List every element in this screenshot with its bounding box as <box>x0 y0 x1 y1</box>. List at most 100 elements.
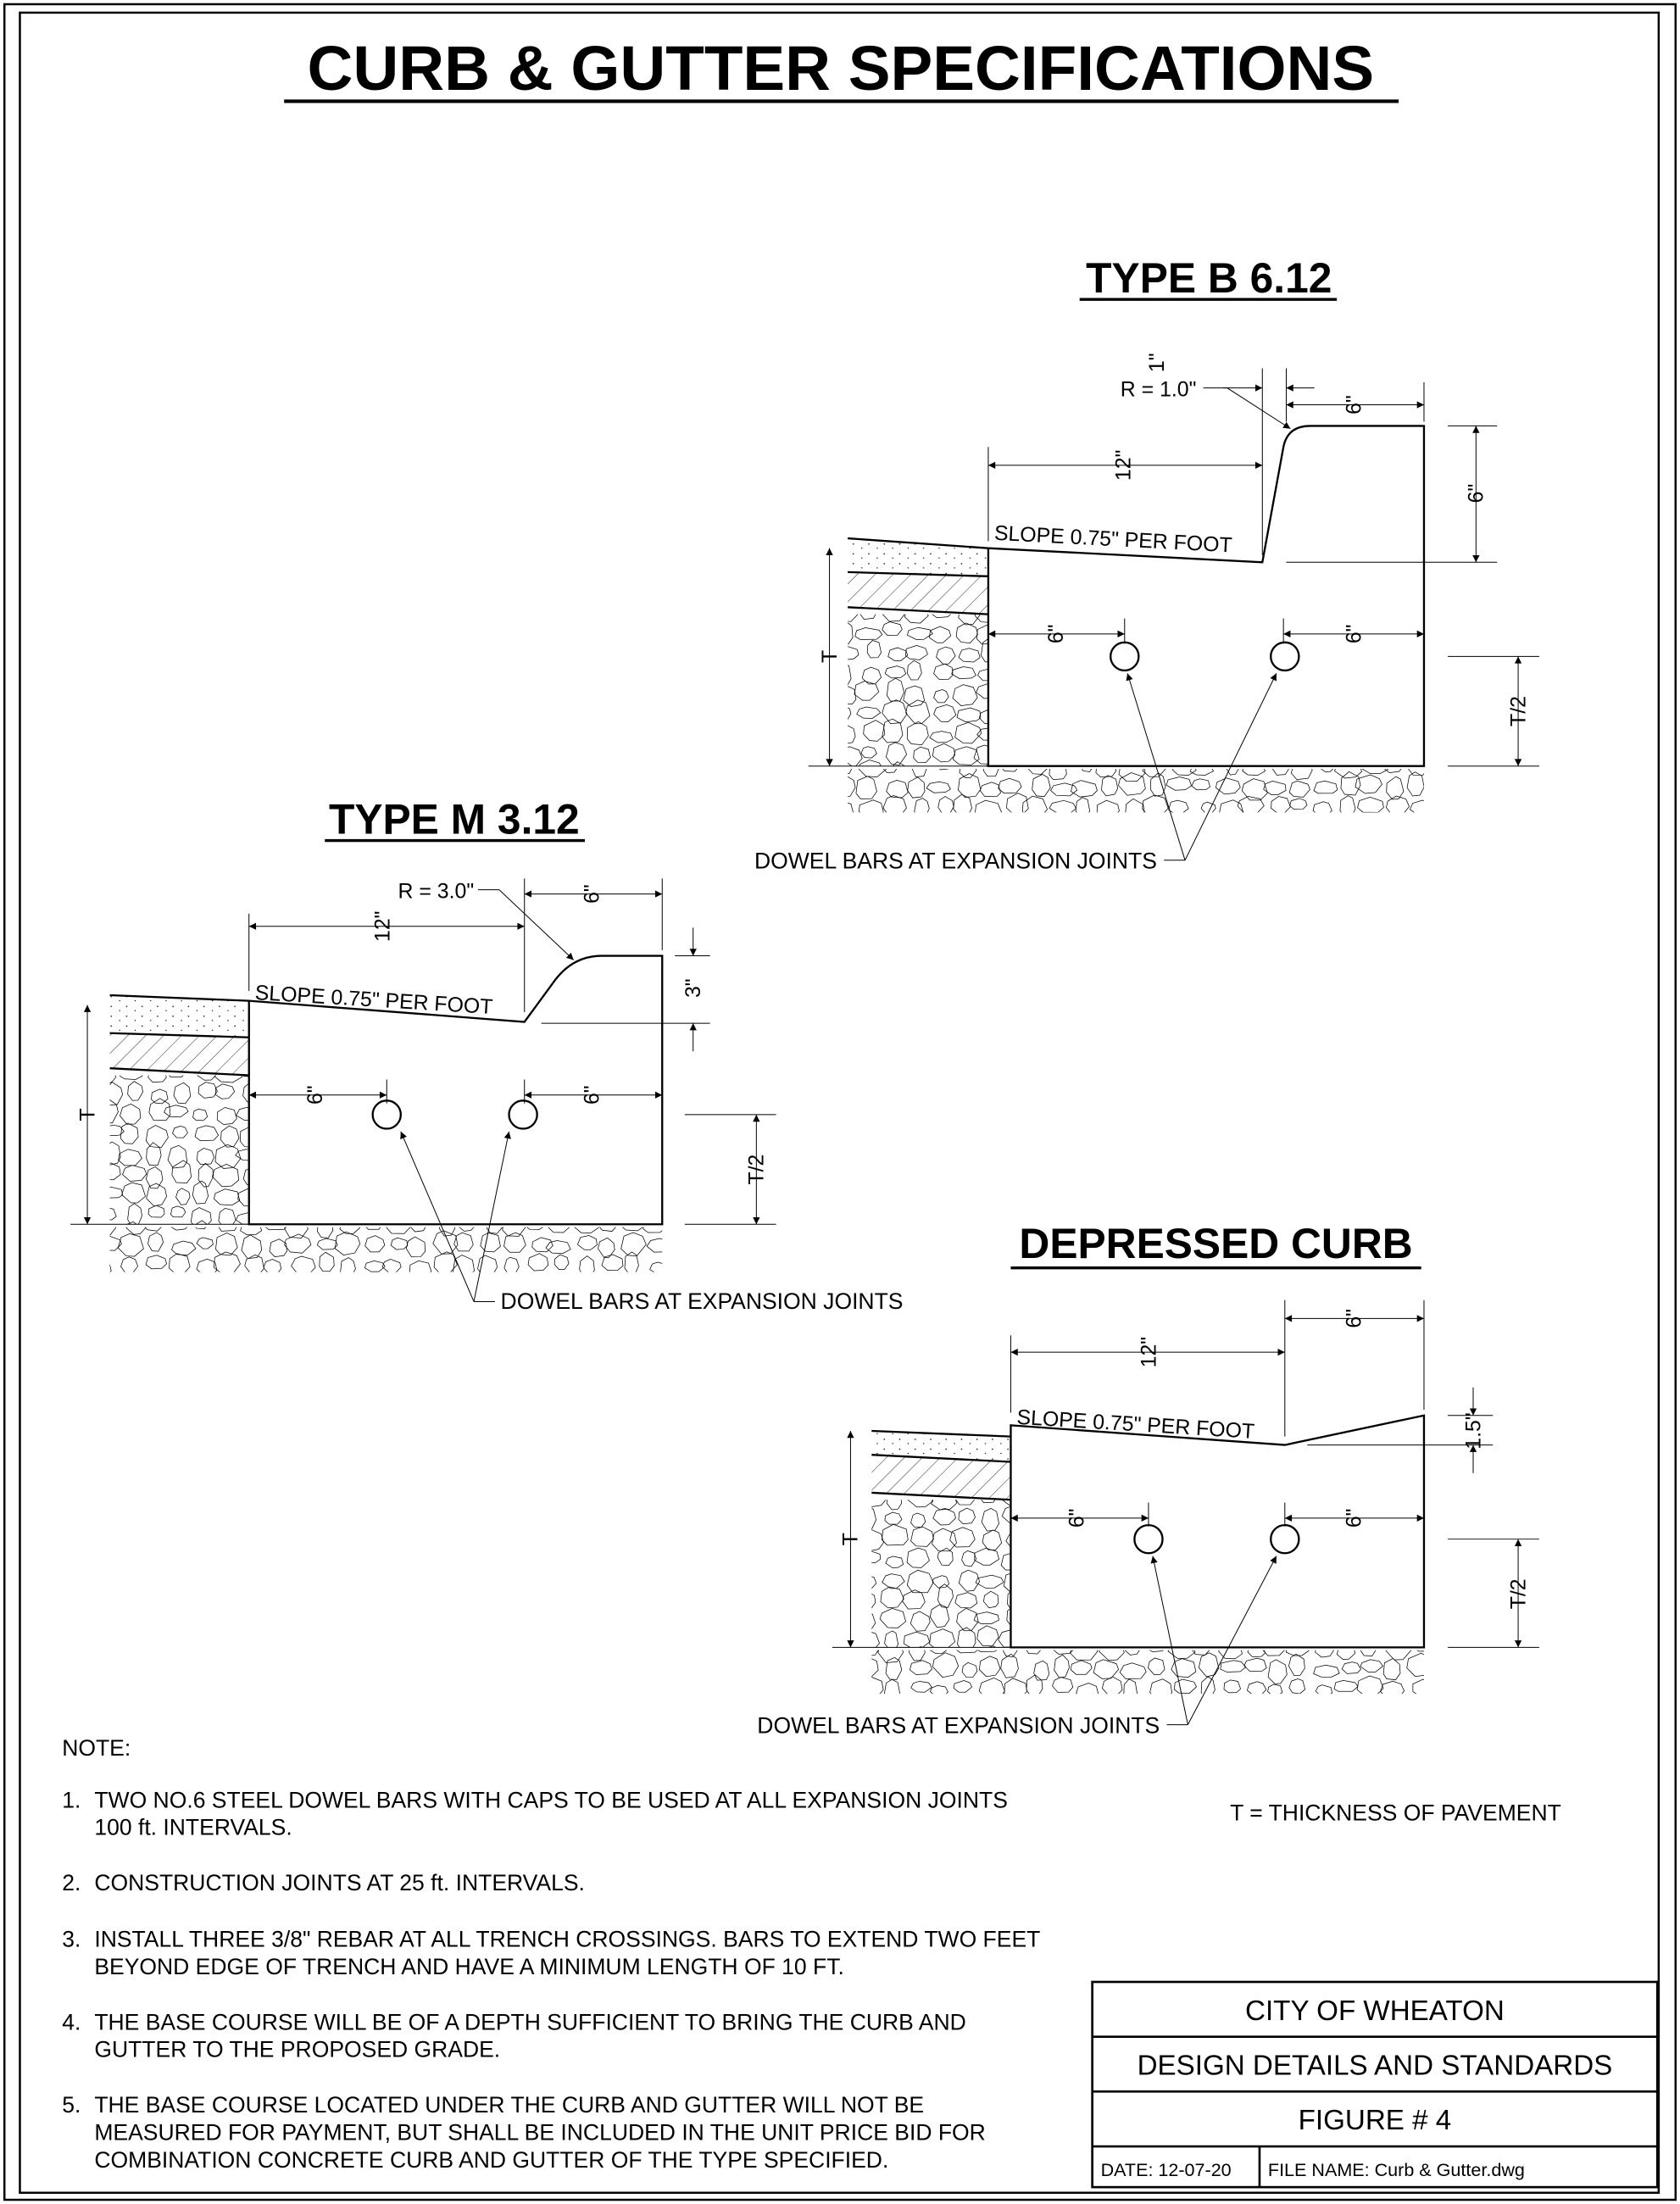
gravel-stone <box>882 614 905 622</box>
gravel-stone <box>120 1256 139 1272</box>
gravel-stone <box>477 1255 498 1272</box>
inner-border <box>19 11 1661 2194</box>
gravel-stone <box>978 1677 1005 1695</box>
gravel-stone <box>1000 1653 1019 1678</box>
gravel-stone <box>912 769 927 777</box>
gravel-stone <box>1026 1650 1042 1655</box>
gravel-stone <box>172 1125 188 1138</box>
gravel-stone <box>848 614 859 622</box>
gravel-stone <box>1406 1652 1424 1678</box>
dim-12: 12" <box>371 910 395 941</box>
gravel-stone <box>109 1186 124 1199</box>
gravel-pattern <box>109 1075 249 1225</box>
gravel-stone <box>1412 1678 1424 1695</box>
dim-height-3: 3" <box>681 978 705 998</box>
gravel-stone <box>109 1081 124 1106</box>
gravel-stone <box>316 1238 338 1250</box>
gravel-stone <box>170 1205 186 1218</box>
gravel-stone <box>1049 769 1067 781</box>
gravel-stone <box>453 1277 474 1299</box>
gravel-stone <box>120 1075 143 1080</box>
gravel-stone <box>1262 1650 1285 1656</box>
gravel-stone <box>390 1237 409 1250</box>
gravel-stone <box>1315 1650 1334 1658</box>
gravel-stone <box>848 707 852 721</box>
gravel-stone <box>958 648 981 663</box>
gravel-stone <box>1168 799 1189 813</box>
gravel-stone <box>858 799 884 813</box>
gravel-stone <box>147 1232 164 1252</box>
dim-half-thickness: T/2 <box>1506 1578 1530 1609</box>
gravel-stone <box>882 718 904 743</box>
gravel-stone <box>643 1227 663 1233</box>
gravel-stone <box>1093 1659 1120 1679</box>
gravel-stone <box>932 1652 960 1678</box>
gravel-stone <box>871 1632 881 1648</box>
gravel-stone <box>109 1141 121 1166</box>
gravel-stone <box>99 1279 120 1293</box>
gravel-stone <box>1356 1675 1384 1695</box>
gravel-stone <box>192 1108 209 1121</box>
dowel-callout: DOWEL BARS AT EXPANSION JOINTS <box>757 1713 1160 1739</box>
gravel-stone <box>1247 1650 1266 1657</box>
gravel-stone <box>1021 795 1049 813</box>
gravel-stone <box>480 1279 501 1292</box>
page-title: CURB & GUTTER SPECIFICATIONS <box>307 32 1374 103</box>
gravel-stone <box>502 1227 526 1237</box>
gravel-stone <box>1032 774 1051 798</box>
series-name: DESIGN DETAILS AND STANDARDS <box>1138 2050 1613 2081</box>
gravel-stone <box>381 1259 402 1272</box>
gravel-stone <box>1099 1650 1125 1661</box>
gravel-stone <box>1385 1650 1412 1661</box>
gravel-stone <box>862 1650 884 1667</box>
gravel-stone <box>976 683 988 699</box>
gravel-stone <box>1003 1572 1011 1593</box>
gravel-stone <box>1386 776 1405 800</box>
gravel-stone <box>120 1103 142 1125</box>
gravel-stone <box>531 1237 554 1253</box>
dim-thickness: T <box>818 650 842 663</box>
gravel-stone <box>871 1613 876 1629</box>
gravel-stone <box>848 762 853 766</box>
gravel-stone <box>1215 777 1241 795</box>
note-number: 5. <box>62 2092 81 2118</box>
gravel-stone <box>1220 1660 1247 1672</box>
note-line: CONSTRUCTION JOINTS AT 25 ft. INTERVALS. <box>94 1870 585 1895</box>
gravel-stone <box>169 1075 184 1078</box>
gravel-stone <box>127 1203 142 1225</box>
gravel-stone <box>1003 1650 1018 1658</box>
gravel-stone <box>1341 1661 1361 1674</box>
gravel-stone <box>263 1259 282 1272</box>
gravel-stone <box>1336 1650 1355 1660</box>
gravel-stone <box>385 1273 410 1293</box>
note-line: INSTALL THREE 3/8" REBAR AT ALL TRENCH C… <box>94 1927 1040 1952</box>
gravel-stone <box>907 1500 934 1508</box>
gravel-stone <box>951 666 976 680</box>
gravel-stone <box>848 776 856 797</box>
gravel-stone <box>109 1162 121 1181</box>
gravel-stone <box>910 1680 932 1693</box>
gravel-stone <box>981 637 988 663</box>
gravel-stone <box>1198 1652 1220 1678</box>
gravel-stone <box>871 1507 877 1531</box>
dowel-bar <box>371 1099 402 1130</box>
gravel-stone <box>982 1529 1003 1551</box>
dowel-bar <box>1133 1523 1164 1555</box>
gravel-stone <box>364 1235 386 1253</box>
dowel-bar <box>1270 641 1300 672</box>
gravel-stone <box>975 799 1002 813</box>
radius-label: R = 1.0" <box>1121 378 1197 402</box>
dowel-bar <box>508 1099 538 1130</box>
gravel-stone <box>958 614 981 626</box>
dim-left-6: 6" <box>1065 1508 1089 1528</box>
gravel-stone <box>848 725 856 744</box>
gravel-stone <box>1171 1658 1197 1678</box>
gravel-stone <box>929 1650 948 1655</box>
gravel-stone <box>906 1547 930 1568</box>
gravel-stone <box>953 1680 972 1693</box>
gravel-stone <box>144 1227 162 1232</box>
gravel-stone <box>866 640 882 659</box>
dim-height-1-5: 1.5" <box>1461 1412 1485 1449</box>
note-line: GUTTER TO THE PROPOSED GRADE. <box>94 2037 500 2062</box>
gravel-stone <box>620 1232 647 1256</box>
